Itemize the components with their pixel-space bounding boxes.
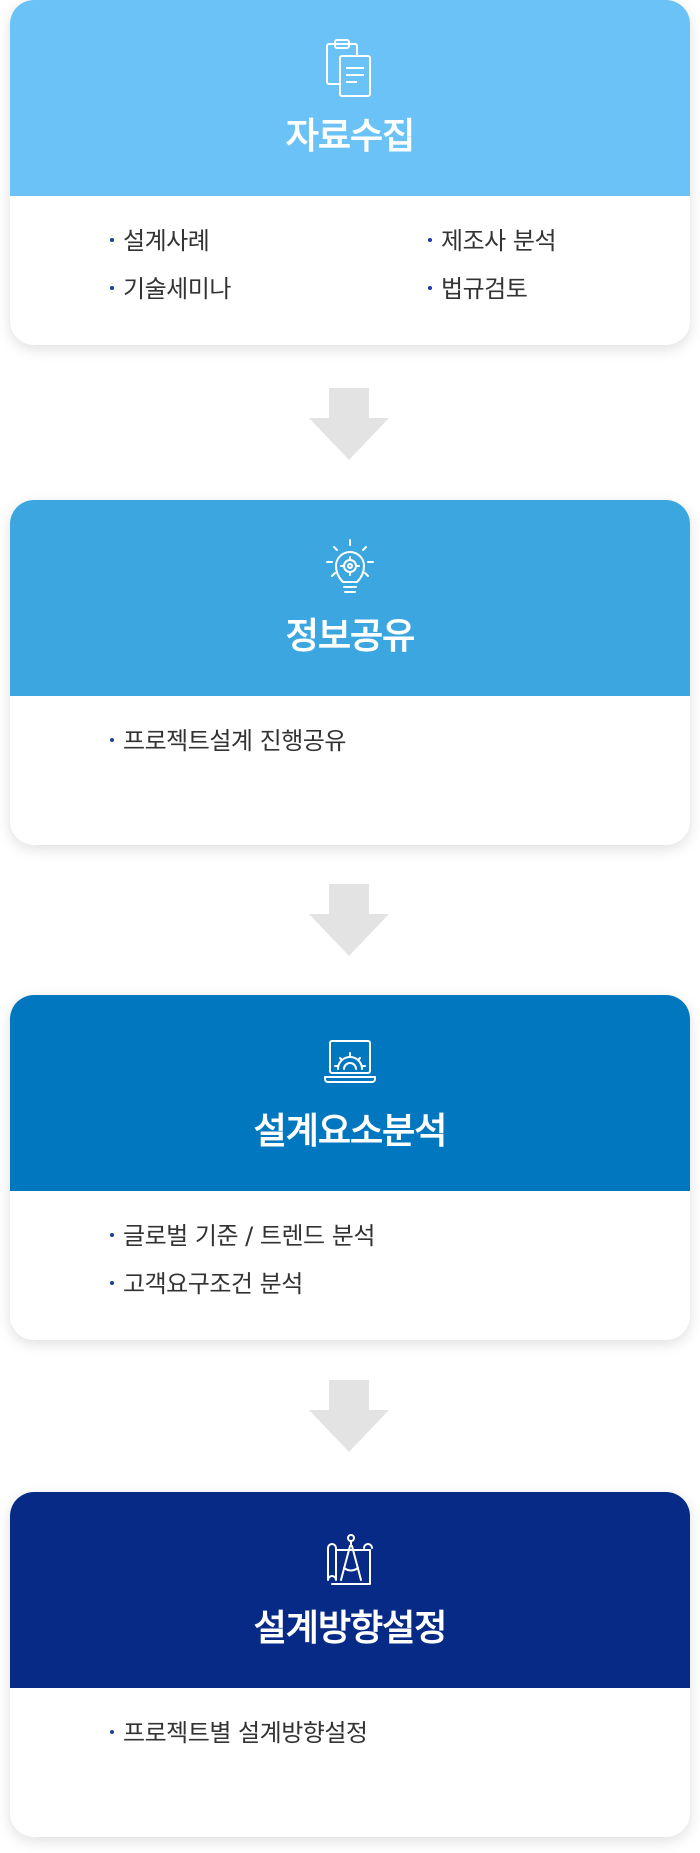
step-body: 프로젝트설계 진행공유	[10, 696, 690, 845]
bullet-dot-icon	[110, 286, 114, 290]
step-header: 설계요소분석	[10, 995, 690, 1191]
bullet-dot-icon	[110, 1730, 114, 1734]
bullet-dot-icon	[110, 1233, 114, 1237]
list-item: 설계사례	[110, 226, 210, 256]
clipboard-document-icon	[324, 38, 376, 98]
step-title: 자료수집	[285, 116, 415, 157]
step-title: 설계방향설정	[253, 1608, 448, 1649]
step-title: 설계요소분석	[253, 1111, 448, 1152]
step-card-info-sharing: 정보공유 프로젝트설계 진행공유	[10, 500, 690, 845]
list-item: 프로젝트별 설계방향설정	[110, 1718, 368, 1748]
step-body: 설계사례 기술세미나 제조사 분석 법규검토	[10, 196, 690, 345]
list-item: 기술세미나	[110, 274, 231, 304]
down-arrow-icon	[309, 1380, 389, 1452]
bullet-dot-icon	[110, 738, 114, 742]
step-title: 정보공유	[285, 616, 415, 657]
step-header: 설계방향설정	[10, 1492, 690, 1688]
list-item: 프로젝트설계 진행공유	[110, 726, 346, 756]
bullet-dot-icon	[428, 286, 432, 290]
step-body: 프로젝트별 설계방향설정	[10, 1688, 690, 1837]
step-card-design-direction: 설계방향설정 프로젝트별 설계방향설정	[10, 1492, 690, 1837]
list-item: 제조사 분석	[428, 226, 557, 256]
bullet-dot-icon	[428, 238, 432, 242]
lightbulb-gear-icon	[324, 538, 376, 598]
laptop-gear-icon	[324, 1033, 376, 1093]
list-item: 글로벌 기준 / 트렌드 분석	[110, 1221, 375, 1251]
bullet-dot-icon	[110, 238, 114, 242]
list-item: 법규검토	[428, 274, 528, 304]
step-body: 글로벌 기준 / 트렌드 분석 고객요구조건 분석	[10, 1191, 690, 1340]
blueprint-compass-icon	[324, 1530, 376, 1590]
step-header: 자료수집	[10, 0, 690, 196]
list-item: 고객요구조건 분석	[110, 1269, 303, 1299]
step-card-design-analysis: 설계요소분석 글로벌 기준 / 트렌드 분석 고객요구조건 분석	[10, 995, 690, 1340]
bullet-dot-icon	[110, 1281, 114, 1285]
down-arrow-icon	[309, 388, 389, 460]
step-card-data-collection: 자료수집 설계사례 기술세미나 제조사 분석 법규검토	[10, 0, 690, 345]
step-header: 정보공유	[10, 500, 690, 696]
down-arrow-icon	[309, 884, 389, 956]
